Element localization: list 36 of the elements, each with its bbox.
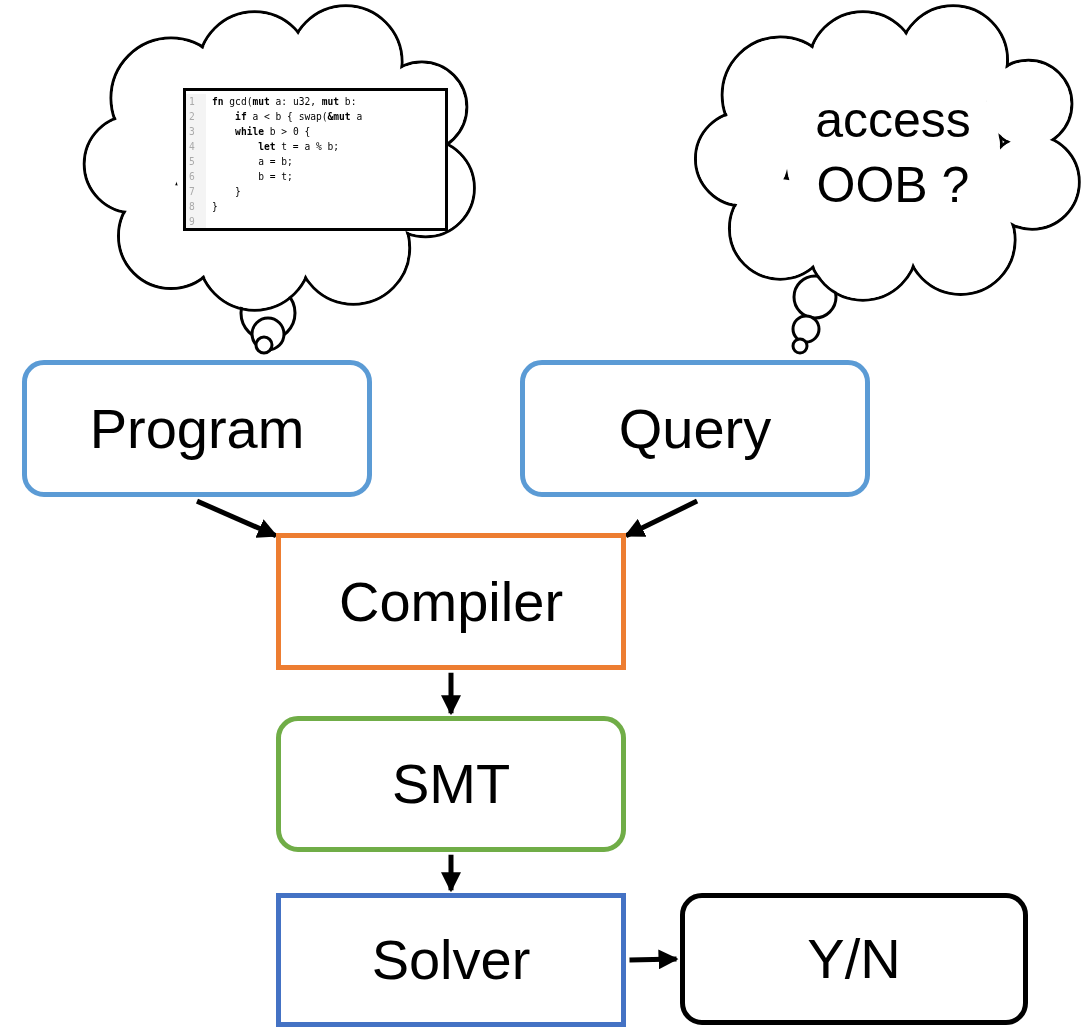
box-label: SMT [391, 753, 511, 815]
arrow [441, 672, 461, 716]
rounded-box [680, 893, 1028, 1025]
rounded-box [520, 360, 870, 497]
code-line: let t = a % b; [257, 140, 341, 154]
arrow [441, 854, 461, 893]
arrow [196, 498, 278, 539]
code-line: a = b; [257, 155, 294, 169]
code-line: } [212, 200, 219, 214]
line-number: 6 [188, 170, 196, 184]
code-line: } [234, 185, 242, 199]
code-line: while b > 0 { [234, 125, 312, 139]
code-line: b = t; [257, 170, 294, 184]
box-label: Solver [371, 929, 531, 991]
arrow [629, 949, 679, 970]
rounded-box [22, 360, 372, 497]
line-number: 5 [188, 155, 196, 169]
process-box [276, 893, 626, 1027]
cloud-text: access OOB ? [814, 91, 972, 215]
code-line: fn gcd(mut a: u32, mut b: [212, 95, 358, 109]
rounded-box [276, 716, 626, 852]
line-number: 2 [188, 110, 196, 124]
process-box [276, 533, 626, 670]
code-line: if a < b { swap(&mut a [234, 110, 364, 124]
line-number: 7 [188, 185, 196, 199]
line-number: 8 [188, 200, 196, 214]
code-panel [183, 88, 448, 231]
line-number: 3 [188, 125, 196, 139]
line-number: 9 [188, 215, 196, 229]
line-number: 4 [188, 140, 196, 154]
box-label: Compiler [338, 570, 564, 633]
arrow [624, 498, 699, 538]
box-label: Program [89, 397, 305, 460]
box-label: Y/N [807, 928, 901, 990]
line-number: 1 [188, 95, 196, 109]
box-label: Query [618, 397, 772, 460]
